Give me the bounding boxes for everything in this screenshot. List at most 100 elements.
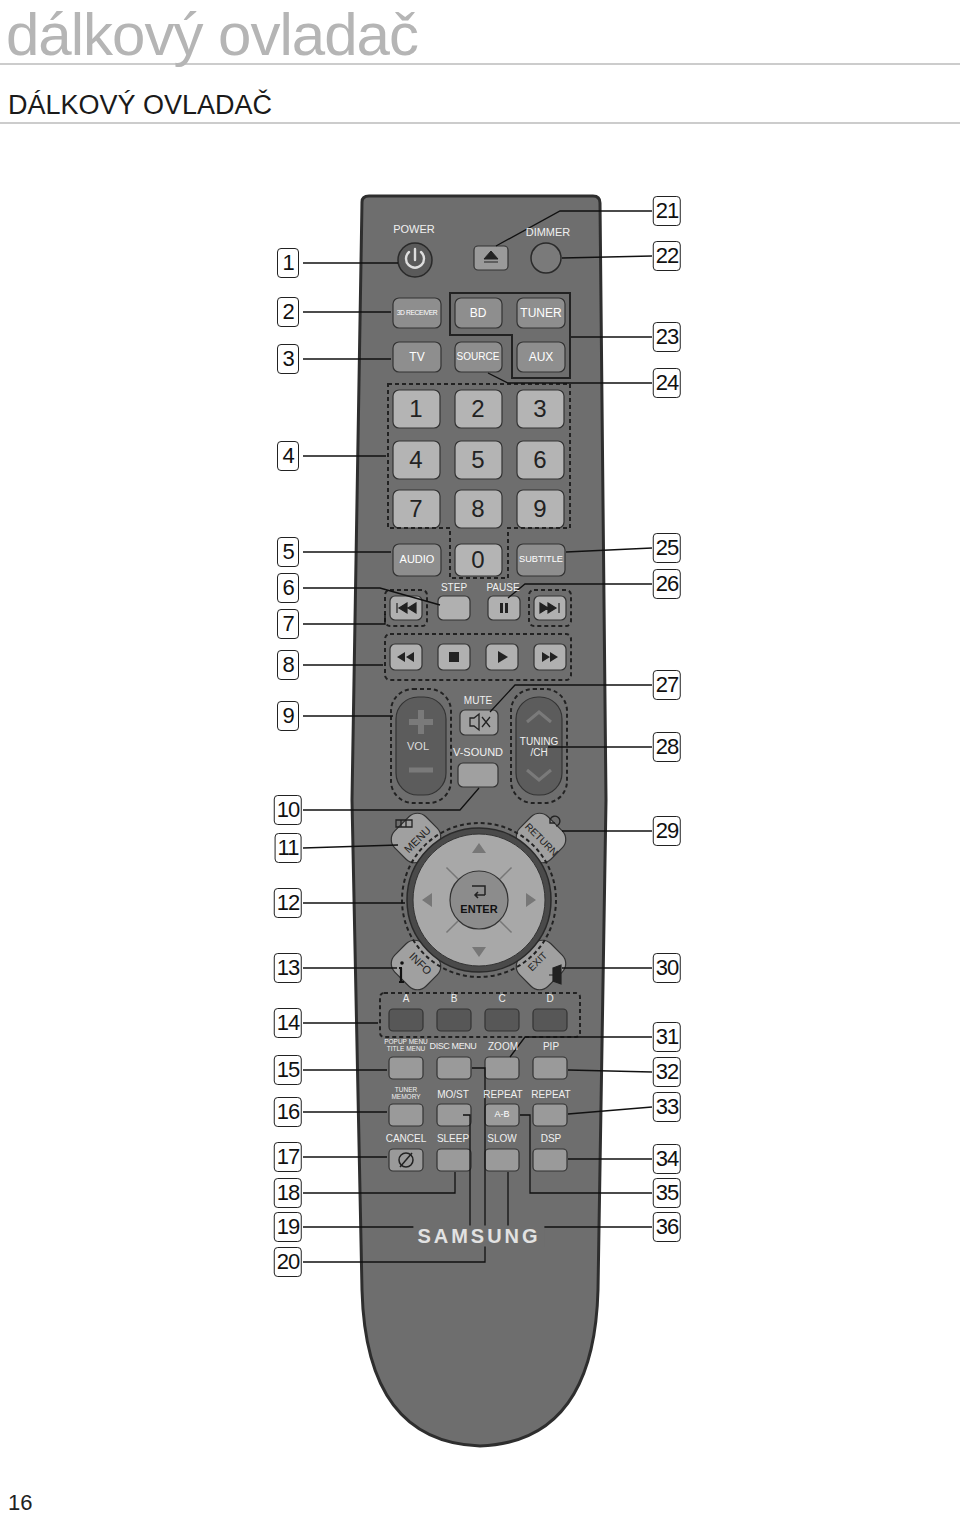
ffwd-icon xyxy=(542,652,558,662)
callout-number: 12 xyxy=(274,888,302,918)
button-label: AUX xyxy=(529,351,554,364)
leader-line xyxy=(303,262,398,263)
button xyxy=(485,1009,519,1031)
button xyxy=(474,246,508,270)
button xyxy=(533,1149,567,1171)
button xyxy=(393,490,440,528)
button xyxy=(389,1057,423,1079)
leader-line xyxy=(303,614,385,624)
group-outline xyxy=(385,634,571,680)
button-label: SLEEP xyxy=(437,1134,469,1145)
button-label: 6 xyxy=(533,447,546,472)
button-label: TUNER MEMORY xyxy=(388,1087,424,1101)
button xyxy=(516,697,562,795)
play-icon xyxy=(498,651,508,663)
nav-ring xyxy=(413,834,545,966)
cancel-icon xyxy=(400,1153,412,1167)
nav-divider xyxy=(446,867,457,878)
leader-line xyxy=(562,830,652,831)
callout-number: 22 xyxy=(653,241,681,271)
callout-number: 19 xyxy=(274,1212,302,1242)
leader-line xyxy=(303,1172,455,1193)
button xyxy=(437,1149,471,1171)
leader-line xyxy=(303,311,391,312)
pause-icon xyxy=(500,603,508,613)
callout-number: 20 xyxy=(274,1247,302,1277)
button xyxy=(393,441,440,479)
power-button xyxy=(398,243,432,277)
button-label: SLOW xyxy=(487,1134,516,1145)
group-outline xyxy=(511,689,567,803)
info-icon xyxy=(399,968,404,982)
button-label: 5 xyxy=(471,447,484,472)
leader-line xyxy=(303,1069,387,1070)
button-label: PIP xyxy=(543,1042,559,1053)
group-outline xyxy=(391,689,451,803)
button-label: POWER xyxy=(393,224,435,236)
leader-line xyxy=(303,551,391,552)
info-icon xyxy=(400,961,404,965)
nav-divider xyxy=(500,921,511,932)
button-label: REPEAT xyxy=(483,1090,522,1101)
button xyxy=(533,1009,567,1031)
button xyxy=(485,1104,519,1126)
button-label: 2 xyxy=(471,396,484,421)
callout-number: 5 xyxy=(277,537,299,567)
callout-number: 6 xyxy=(277,573,299,603)
callout-number: 34 xyxy=(653,1144,681,1174)
button-label: DSP xyxy=(541,1134,562,1145)
callout-number: 31 xyxy=(653,1022,681,1052)
button xyxy=(393,544,441,576)
callout-number: 16 xyxy=(274,1097,302,1127)
button-label: VOL xyxy=(407,741,429,753)
callout-number: 13 xyxy=(274,953,302,983)
button-label: 7 xyxy=(409,496,422,521)
leader-line xyxy=(488,373,652,383)
button xyxy=(393,390,440,428)
leader-line xyxy=(508,584,652,598)
button xyxy=(390,644,422,670)
button xyxy=(486,644,518,670)
button-label: POPUP MENU TITLE MENU xyxy=(383,1039,429,1053)
callout-number: 10 xyxy=(274,795,302,825)
group-outline xyxy=(529,590,571,626)
button-label: 1 xyxy=(409,396,422,421)
callout-number: 25 xyxy=(653,533,681,563)
callout-number: 18 xyxy=(274,1178,302,1208)
callout-number: 4 xyxy=(277,441,299,471)
callout-number: 26 xyxy=(653,569,681,599)
leader-line xyxy=(303,967,397,968)
callout-number: 23 xyxy=(653,322,681,352)
leader-line xyxy=(548,746,652,747)
leader-line xyxy=(303,788,479,810)
button-label: DIMMER xyxy=(526,227,571,239)
button-label: 3 xyxy=(533,396,546,421)
rewind-icon xyxy=(397,652,414,662)
button-label: V-SOUND xyxy=(453,747,503,759)
button xyxy=(455,441,502,479)
leader-line xyxy=(496,211,652,246)
callout-number: 24 xyxy=(653,368,681,398)
button xyxy=(389,1149,423,1171)
button xyxy=(437,1057,471,1079)
button-label: REPEAT xyxy=(531,1090,570,1101)
button xyxy=(390,596,422,620)
button xyxy=(455,342,502,372)
page-title: dálkový ovladač xyxy=(6,3,418,66)
button-label: ZOOM xyxy=(488,1042,518,1053)
button xyxy=(455,544,502,576)
button-label: ENTER xyxy=(460,904,497,916)
button xyxy=(517,544,565,576)
eject-icon xyxy=(484,251,498,262)
button xyxy=(396,697,446,795)
next-icon xyxy=(540,603,559,613)
group-outline xyxy=(402,823,556,977)
button xyxy=(517,490,564,528)
button-label: BD xyxy=(470,307,487,320)
button-label: SOURCE xyxy=(457,352,500,363)
vol-minus xyxy=(409,768,433,773)
button-label: C xyxy=(498,994,505,1005)
mute-icon xyxy=(470,714,490,730)
callout-number: 9 xyxy=(277,701,299,731)
button xyxy=(517,390,564,428)
